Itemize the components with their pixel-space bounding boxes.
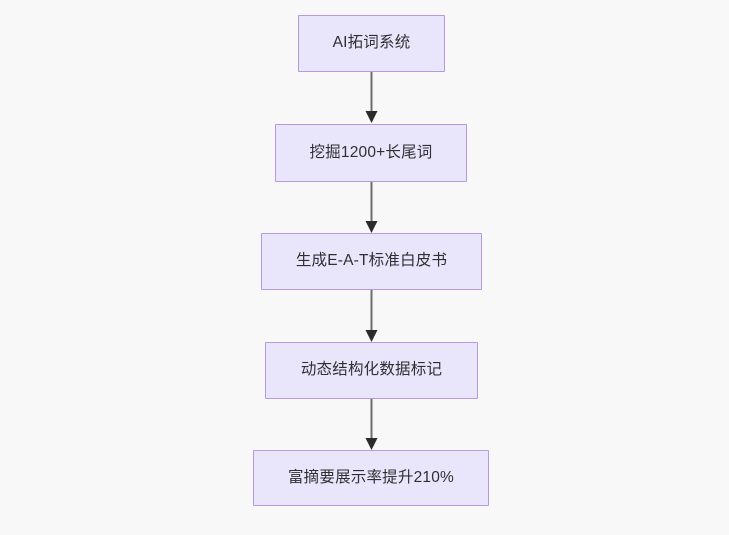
flow-node-rich-snippet-rate-increase[interactable]: 富摘要展示率提升210% [253, 450, 489, 506]
flow-node-label: AI拓词系统 [332, 34, 411, 52]
flow-node-label: 富摘要展示率提升210% [287, 468, 455, 486]
flow-node-label: 生成E-A-T标准白皮书 [295, 252, 448, 270]
flow-node-ai-keyword-system[interactable]: AI拓词系统 [298, 15, 445, 72]
flow-node-mine-longtail-keywords[interactable]: 挖掘1200+长尾词 [275, 124, 467, 182]
edge-n2-n3 [365, 182, 378, 233]
edge-n1-n2 [365, 72, 378, 123]
flow-node-label: 动态结构化数据标记 [300, 361, 443, 379]
flow-node-dynamic-structured-data-markup[interactable]: 动态结构化数据标记 [265, 342, 478, 399]
edge-n4-n5 [365, 399, 378, 450]
flow-node-label: 挖掘1200+长尾词 [309, 143, 433, 161]
edge-n3-n4 [365, 290, 378, 342]
flow-node-generate-eat-whitepaper[interactable]: 生成E-A-T标准白皮书 [261, 233, 482, 290]
